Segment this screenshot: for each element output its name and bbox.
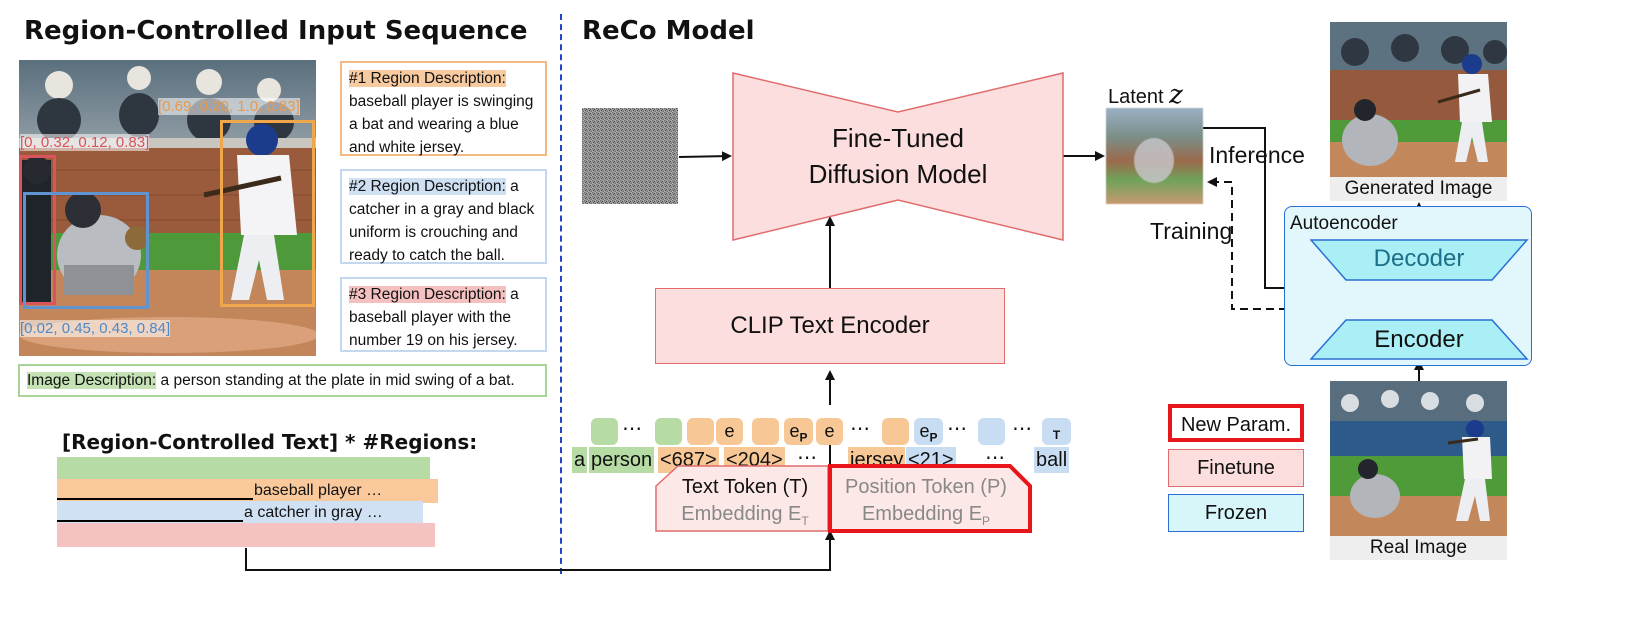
token-orange-3 [882, 418, 909, 445]
text-token-embedding-e: Embedding E [681, 503, 802, 525]
formula-label: [Region-Controlled Text] * #Regions: [62, 430, 478, 454]
word-ellipsis-1: ⋯ [797, 447, 817, 469]
position-token-embedding: Position Token (P) Embedding EP [836, 474, 1016, 535]
word-ellipsis-2: ⋯ [985, 447, 1005, 469]
legend-new-param: New Param. [1168, 404, 1304, 442]
bar-image-description [57, 457, 430, 481]
token-e-1: e [716, 418, 743, 445]
bbox-label-3: [0, 0.32, 0.12, 0.83] [20, 134, 150, 151]
bar-region-2-text: a catcher in gray … [244, 504, 383, 521]
real-image-caption: Real Image [1330, 536, 1507, 560]
bar-region-3 [57, 523, 435, 547]
region-description-1: #1 Region Description: baseball player i… [340, 61, 547, 156]
token-e-p-1-e: e [789, 421, 800, 441]
token-e-p-2-sub: P [929, 430, 938, 445]
embedding-shapes [655, 464, 1032, 533]
generated-image-caption: Generated Image [1330, 177, 1507, 201]
region-description-2-label: #2 Region Description: [349, 178, 506, 195]
token-e-p-2-e: e [919, 421, 930, 441]
bar-region-1: baseball player … [57, 479, 438, 503]
noise-image [582, 108, 678, 204]
region-description-1-text: baseball player is swinging a bat and we… [349, 93, 534, 156]
word-person: person [589, 447, 655, 473]
bbox-label-2: [0.02, 0.45, 0.43, 0.84] [20, 320, 171, 337]
panel-separator [560, 14, 562, 574]
token-green-2 [655, 418, 682, 445]
bbox-label-1: [0.69, 0.20, 1.0, 0.83] [158, 98, 300, 115]
latent-image [1106, 108, 1203, 204]
decoder-label: Decoder [1373, 245, 1465, 272]
bar-region-1-position-line [57, 498, 253, 500]
word-ball: ball [1034, 447, 1070, 473]
bar-region-2: a catcher in gray … [57, 501, 423, 525]
latent-label-text: Latent [1108, 86, 1164, 108]
region-description-3-text: a baseball player with the number 19 on … [349, 286, 519, 349]
image-description: Image Description: a person standing at … [18, 364, 547, 397]
token-ellipsis-1: ⋯ [622, 418, 642, 440]
training-label: Training [1150, 218, 1233, 244]
region-description-3-label: #3 Region Description: [349, 286, 506, 303]
token-blue-1 [978, 418, 1005, 445]
diffusion-model-shape [732, 72, 1064, 241]
position-token-embedding-line2: Embedding EP [836, 501, 1016, 535]
text-token-embedding-line1: Text Token (T) [681, 476, 809, 498]
position-token-embedding-sub: P [982, 514, 991, 528]
left-panel-title: Region-Controlled Input Sequence [24, 16, 528, 46]
token-e-p-1-sub: P [799, 430, 808, 445]
clip-text-encoder: CLIP Text Encoder [655, 288, 1005, 364]
token-e-p-2: eP [914, 418, 943, 445]
right-panel-title: ReCo Model [582, 16, 755, 46]
region-box-2 [23, 192, 149, 309]
region-box-3 [19, 155, 56, 305]
region-description-1-label: #1 Region Description: [349, 70, 506, 87]
real-image [1330, 381, 1507, 536]
bar-region-2-position-line [57, 520, 243, 522]
region-description-3: #3 Region Description: a baseball player… [340, 277, 547, 352]
token-ellipsis-2: ⋯ [850, 418, 870, 440]
position-token-embedding-e: Embedding E [861, 503, 983, 525]
latent-symbol: z [1169, 80, 1183, 110]
region-description-2: #2 Region Description: a catcher in a gr… [340, 169, 547, 264]
position-token-embedding-line1: Position Token (P) [845, 476, 1007, 498]
encoder-label: Encoder [1374, 326, 1464, 353]
token-t: T [1042, 418, 1071, 445]
token-orange-2 [752, 418, 779, 445]
image-description-text: a person standing at the plate in mid sw… [160, 372, 515, 389]
inference-label: Inference [1209, 142, 1305, 168]
token-green-1 [591, 418, 618, 445]
region-description-2-text: a catcher in a gray and black uniform is… [349, 178, 535, 264]
text-token-embedding-line2: Embedding ET [660, 501, 830, 535]
diffusion-model-label: Fine-Tuned Diffusion Model [808, 123, 988, 189]
token-ellipsis-4: ⋯ [1012, 418, 1032, 440]
autoencoder-label: Autoencoder [1290, 213, 1398, 234]
text-token-embedding-sub: T [801, 514, 809, 528]
word-a: a [572, 447, 588, 473]
bar-region-1-text: baseball player … [254, 482, 383, 499]
latent-blob [1134, 138, 1174, 183]
latent-label: Latent z [1108, 80, 1183, 110]
image-description-label: Image Description: [27, 372, 157, 389]
token-e-2: e [816, 418, 843, 445]
autoencoder-shapes [1310, 239, 1529, 360]
region-box-1 [220, 120, 315, 307]
token-e-p-1: eP [784, 418, 813, 445]
legend-frozen: Frozen [1168, 494, 1304, 532]
legend-finetune: Finetune [1168, 449, 1304, 487]
generated-image [1330, 22, 1507, 177]
token-ellipsis-3: ⋯ [947, 418, 967, 440]
text-token-embedding: Text Token (T) Embedding ET [660, 474, 830, 535]
token-orange-1 [687, 418, 714, 445]
